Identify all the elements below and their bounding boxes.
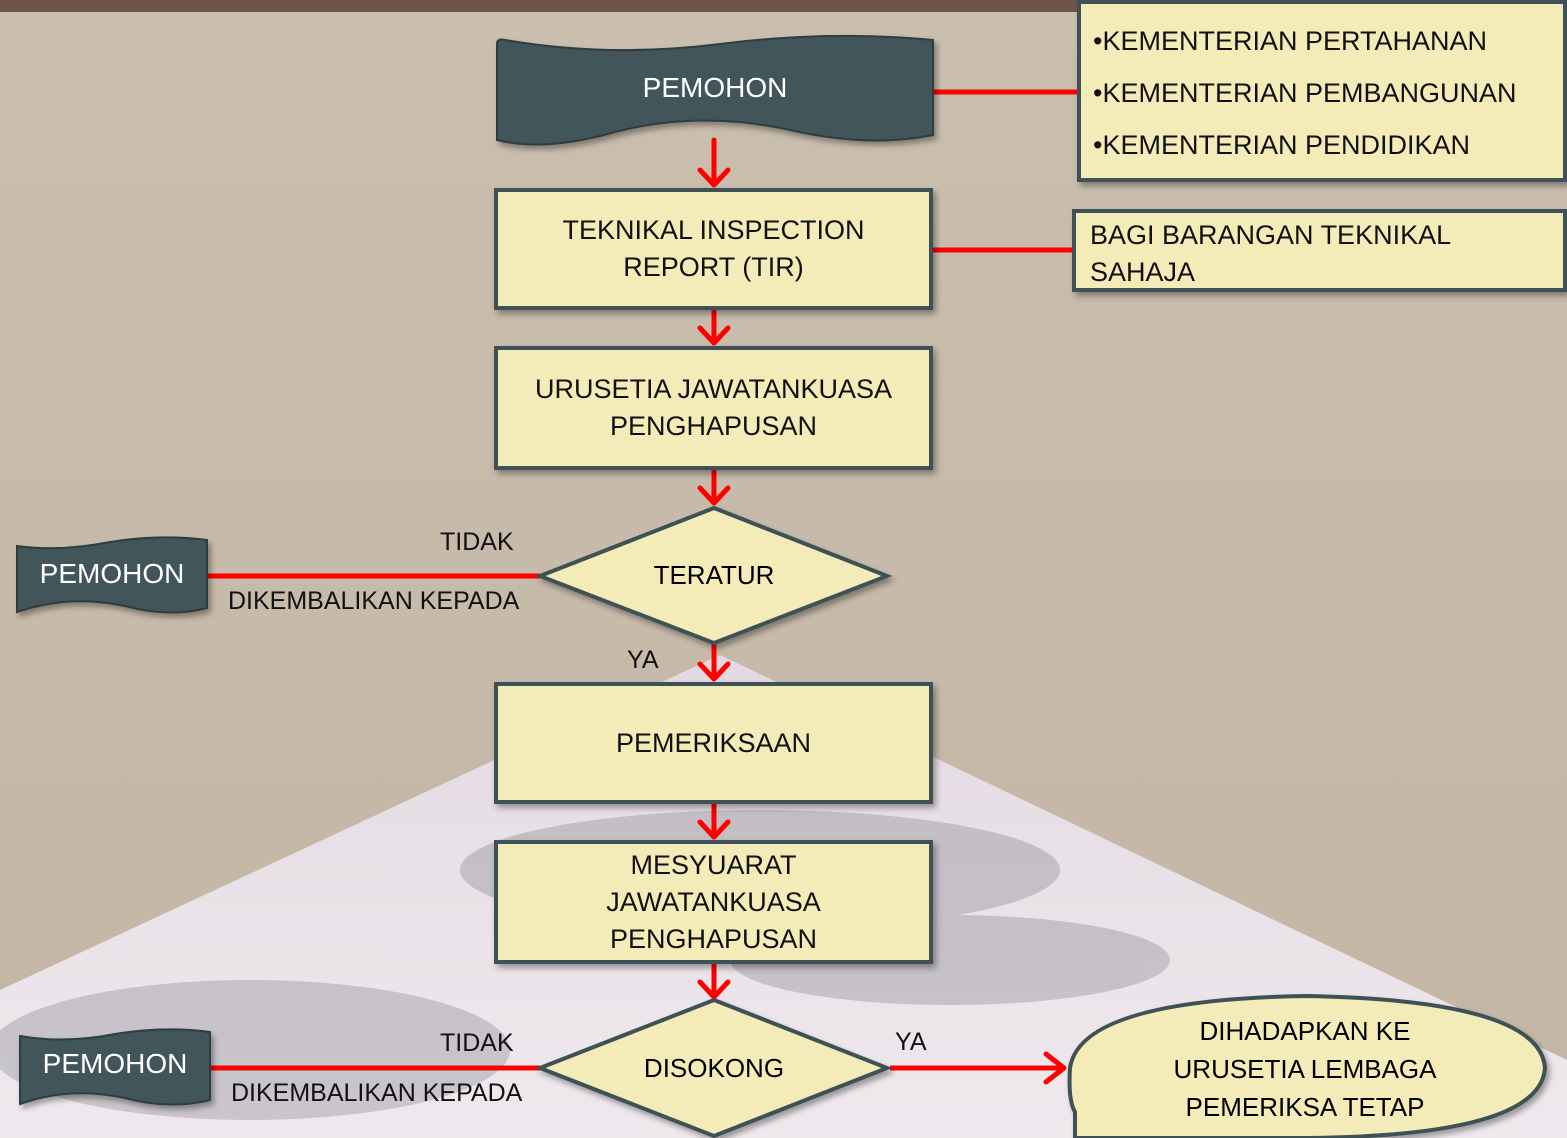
meeting-box: MESYUARAT JAWATANKUASA PENGHAPUSAN bbox=[494, 840, 933, 964]
secretariat-label: URUSETIA JAWATANKUASA PENGHAPUSAN bbox=[534, 374, 893, 441]
decision1-yes-label: YA bbox=[627, 646, 659, 674]
tir-box: TEKNIKAL INSPECTION REPORT (TIR) bbox=[494, 188, 933, 310]
return2-pemohon-label: PEMOHON bbox=[42, 1048, 188, 1079]
inspection-label: PEMERIKSAAN bbox=[615, 727, 812, 758]
final-callout-shape bbox=[1067, 993, 1548, 1138]
final-label: DIHADAPKAN KE URUSETIA LEMBAGA PEMERIKSA… bbox=[1173, 1016, 1437, 1122]
tir-note-label: BAGI BARANGAN TEKNIKAL SAHAJA bbox=[1090, 220, 1451, 287]
decision2-no-label: TIDAK bbox=[440, 1029, 514, 1057]
decision2-label: DISOKONG bbox=[643, 1053, 785, 1083]
decision1-diamond bbox=[534, 505, 893, 646]
decision1-return-label: DIKEMBALIKAN KEPADA bbox=[228, 587, 520, 615]
start-pemohon-label: PEMOHON bbox=[642, 72, 788, 103]
arrowhead bbox=[1043, 1051, 1067, 1085]
arrowhead bbox=[697, 167, 731, 188]
start-document-shape bbox=[496, 34, 934, 146]
arrowhead bbox=[697, 661, 731, 682]
ministry-item: •KEMENTERIAN PEMBANGUNAN bbox=[1093, 78, 1517, 108]
decision1-label: TERATUR bbox=[653, 560, 775, 590]
arrowhead bbox=[697, 485, 731, 506]
tir-label: TEKNIKAL INSPECTION REPORT (TIR) bbox=[562, 215, 865, 282]
ministries-box: •KEMENTERIAN PERTAHANAN •KEMENTERIAN PEM… bbox=[1077, 0, 1567, 182]
decision1-no-label: TIDAK bbox=[440, 528, 514, 556]
return1-document-shape bbox=[16, 536, 208, 614]
meeting-label: MESYUARAT JAWATANKUASA PENGHAPUSAN bbox=[606, 849, 821, 954]
return1-pemohon-label: PEMOHON bbox=[39, 558, 185, 589]
arrowhead bbox=[697, 819, 731, 840]
ministry-item: •KEMENTERIAN PERTAHANAN bbox=[1093, 26, 1488, 56]
return2-document-shape bbox=[19, 1028, 211, 1106]
inspection-box: PEMERIKSAAN bbox=[494, 682, 933, 804]
secretariat-box: URUSETIA JAWATANKUASA PENGHAPUSAN bbox=[494, 346, 933, 470]
arrowhead bbox=[697, 325, 731, 346]
decision2-diamond bbox=[534, 997, 893, 1138]
decision2-return-label: DIKEMBALIKAN KEPADA bbox=[231, 1079, 523, 1107]
tir-note-box: BAGI BARANGAN TEKNIKAL SAHAJA bbox=[1072, 209, 1567, 292]
ministry-item: •KEMENTERIAN PENDIDIKAN bbox=[1093, 130, 1471, 160]
decision2-yes-label: YA bbox=[895, 1028, 927, 1056]
arrowhead bbox=[697, 979, 731, 1000]
